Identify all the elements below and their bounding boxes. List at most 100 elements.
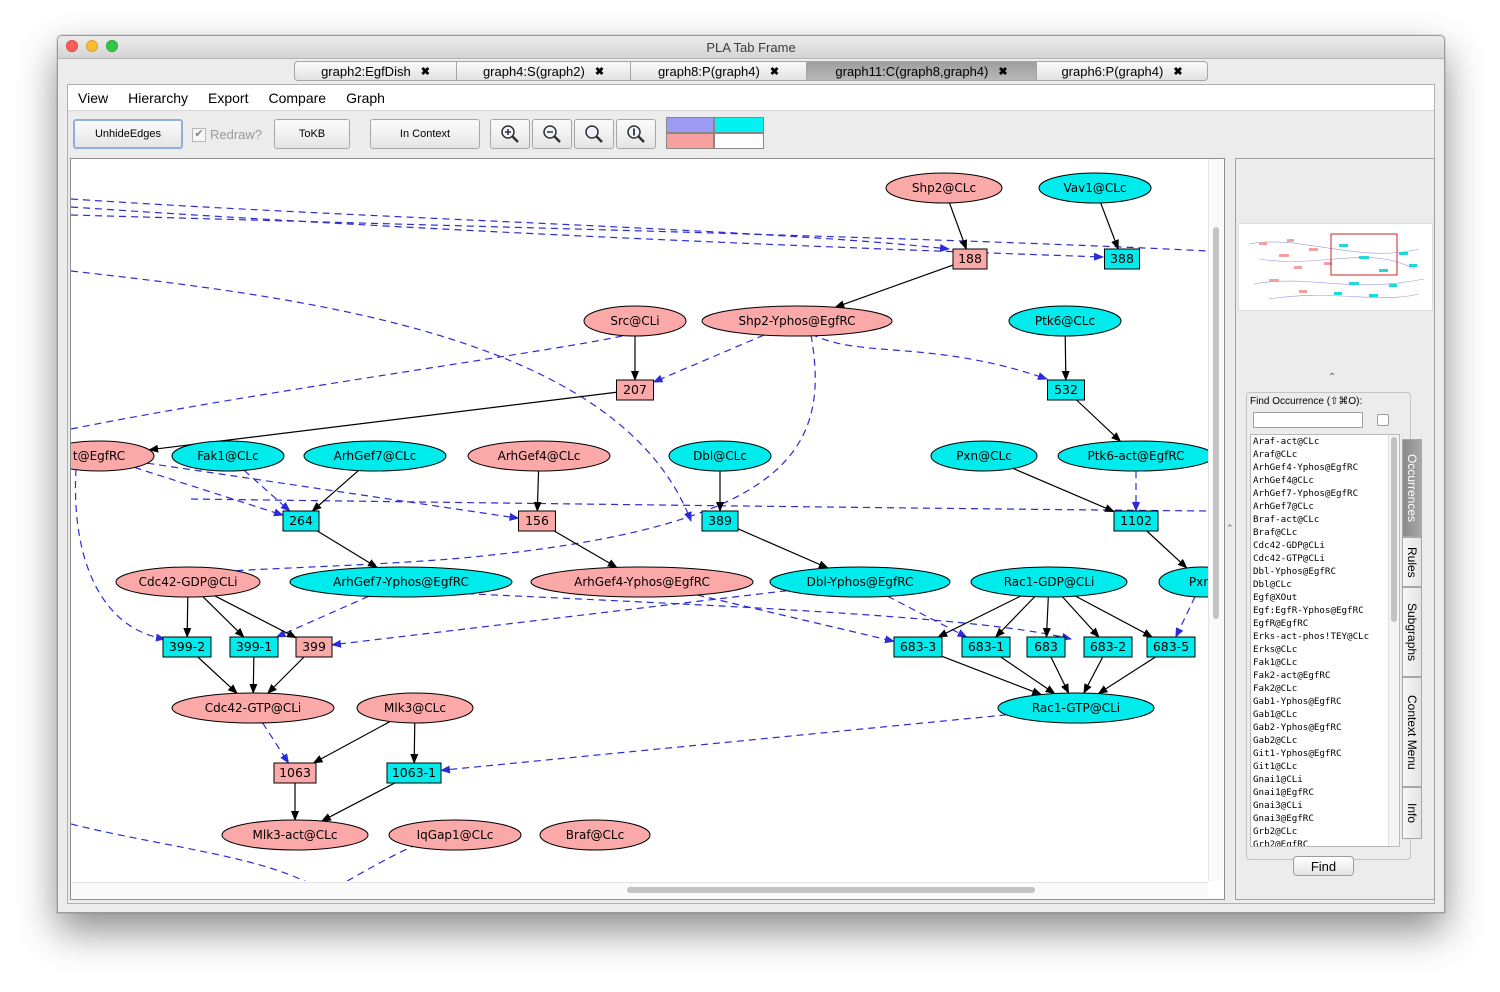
menu-view[interactable]: View (78, 90, 109, 106)
find-button[interactable]: Find (1293, 856, 1354, 876)
graph-node-rac1gtp[interactable]: Rac1-GTP@CLi (997, 692, 1155, 724)
occurrence-item[interactable]: Gnai3@CLi (1253, 800, 1303, 811)
occurrence-item[interactable]: ArhGef7@CLc (1253, 501, 1314, 512)
graph-edge[interactable] (1061, 335, 1070, 381)
graph-edge-dashed[interactable] (440, 714, 1007, 774)
unhide-edges-button[interactable]: UnhideEdges (73, 119, 183, 149)
graph-edge-dashed[interactable] (71, 214, 1209, 252)
occurrence-item[interactable]: Gab2-Yphos@EgfRC (1253, 722, 1342, 733)
occurrence-item[interactable]: Erks-act-phos!TEY@CLc (1253, 631, 1370, 642)
occurrence-item[interactable]: Gab1@CLc (1253, 709, 1298, 720)
occurrence-item[interactable]: EgfR@EgfRC (1253, 618, 1309, 629)
color-swatch-white[interactable] (714, 133, 764, 149)
graph-node-r1063-1[interactable]: 1063-1 (386, 762, 442, 784)
occurrence-item[interactable]: Gnai3@EgfRC (1253, 813, 1314, 824)
graph-horizontal-scrollbar[interactable] (71, 882, 1208, 897)
graph-edge[interactable] (1097, 656, 1156, 695)
menu-export[interactable]: Export (208, 90, 249, 106)
graph-node-r532[interactable]: 532 (1047, 379, 1085, 401)
graph-edge-dashed[interactable] (134, 466, 284, 517)
rule-box[interactable] (1113, 510, 1159, 532)
occurrence-item[interactable]: ArhGef4-Yphos@EgfRC (1253, 462, 1359, 473)
graph-edge[interactable] (941, 655, 1043, 696)
graph-node-shp2[interactable]: Shp2@CLc (885, 172, 1003, 204)
occurrence-item[interactable]: Cdc42-GTP@CLi (1253, 553, 1325, 564)
find-occurrence-input[interactable] (1253, 412, 1363, 428)
graph-edge-dashed[interactable] (697, 594, 895, 644)
occurrence-item[interactable]: Dbl-Yphos@EgfRC (1253, 566, 1336, 577)
graph-edge[interactable] (553, 530, 618, 568)
close-tab-icon[interactable]: ✖ (420, 65, 430, 78)
close-tab-icon[interactable]: ✖ (1173, 65, 1183, 78)
occurrence-item[interactable]: Araf@CLc (1253, 449, 1298, 460)
rule-box[interactable] (162, 636, 212, 658)
graph-edge[interactable] (834, 264, 954, 309)
graph-node-pxn[interactable]: Pxn@CLc (930, 440, 1038, 472)
graph-node-r683-3[interactable]: 683-3 (893, 636, 943, 658)
graph-edge-dashed[interactable] (370, 588, 1072, 641)
graph-node-arhgef7y[interactable]: ArhGef7-Yphos@EgfRC (289, 566, 513, 598)
find-option-checkbox[interactable] (1377, 414, 1389, 426)
graph-edge-dashed[interactable] (810, 333, 1048, 380)
occurrence-item[interactable]: Egf:EgfR-Yphos@EgfRC (1253, 605, 1364, 616)
graph-node-mlk3[interactable]: Mlk3@CLc (356, 692, 474, 724)
close-tab-icon[interactable]: ✖ (594, 65, 605, 78)
graph-node-r207[interactable]: 207 (616, 379, 654, 401)
graph-node-r156[interactable]: 156 (518, 510, 556, 532)
graph-overview-minimap[interactable] (1238, 223, 1433, 311)
species-ellipse[interactable] (356, 692, 474, 724)
graph-node-arhgef4[interactable]: ArhGef4@CLc (467, 440, 611, 472)
species-ellipse[interactable] (970, 566, 1128, 598)
graph-node-ptk6[interactable]: Ptk6@CLc (1008, 305, 1122, 337)
graph-edge[interactable] (937, 595, 1022, 638)
graph-edge-dashed[interactable] (147, 462, 520, 521)
graph-edge[interactable] (249, 656, 258, 694)
menu-hierarchy[interactable]: Hierarchy (128, 90, 188, 106)
graph-edge[interactable] (1076, 399, 1122, 442)
species-ellipse[interactable] (467, 440, 611, 472)
graph-edge-dashed[interactable] (71, 206, 1104, 261)
close-window-button[interactable] (66, 40, 78, 52)
species-ellipse[interactable] (289, 566, 513, 598)
species-ellipse[interactable] (115, 566, 261, 598)
occurrence-item[interactable]: Egf@XOut (1253, 592, 1298, 603)
occurrence-item[interactable]: Dbl@CLc (1253, 579, 1292, 590)
graph-edge[interactable] (1075, 595, 1154, 638)
occurrence-item[interactable]: Fak2-act@EgfRC (1253, 670, 1331, 681)
rule-box[interactable] (386, 762, 442, 784)
rule-box[interactable] (893, 636, 943, 658)
graph-edge-dashed[interactable] (262, 722, 290, 764)
graph-edge[interactable] (267, 656, 305, 694)
graph-vertical-scrollbar[interactable] (1208, 159, 1223, 881)
collapse-icon[interactable]: ⌃ (1328, 372, 1337, 383)
tab-occurrences[interactable]: Occurrences (1402, 439, 1422, 537)
species-ellipse[interactable] (171, 692, 335, 724)
graph-edge[interactable] (737, 528, 829, 569)
tab-context-menu[interactable]: Context Menu (1402, 677, 1422, 787)
graph-node-r389[interactable]: 389 (701, 510, 739, 532)
graph-edge[interactable] (1083, 656, 1104, 694)
menu-compare[interactable]: Compare (268, 90, 327, 106)
graph-node-cdc42gdp[interactable]: Cdc42-GDP@CLi (115, 566, 261, 598)
rule-box[interactable] (952, 248, 988, 270)
species-ellipse[interactable] (539, 819, 651, 851)
graph-node-rac1gdp[interactable]: Rac1-GDP@CLi (970, 566, 1128, 598)
graph-edge[interactable] (317, 530, 378, 568)
occurrence-item[interactable]: ArhGef7-Yphos@EgfRC (1253, 488, 1359, 499)
zoom-in-button[interactable] (490, 119, 530, 149)
occurrence-item[interactable]: Fak1@CLc (1253, 657, 1298, 668)
graph-node-r399-2[interactable]: 399-2 (162, 636, 212, 658)
species-ellipse[interactable] (1158, 566, 1224, 598)
occurrence-item[interactable]: Gab2@CLc (1253, 735, 1298, 746)
graph-node-r399[interactable]: 399 (295, 636, 333, 658)
rule-box[interactable] (518, 510, 556, 532)
graph-node-src[interactable]: Src@CLi (583, 305, 687, 337)
graph-edge[interactable] (994, 596, 1036, 638)
in-context-button[interactable]: In Context (370, 119, 480, 149)
tab-graph2[interactable]: graph2:EgfDish ✖ (294, 61, 456, 81)
graph-node-fak1[interactable]: Fak1@CLc (171, 440, 285, 472)
minimize-window-button[interactable] (86, 40, 98, 52)
